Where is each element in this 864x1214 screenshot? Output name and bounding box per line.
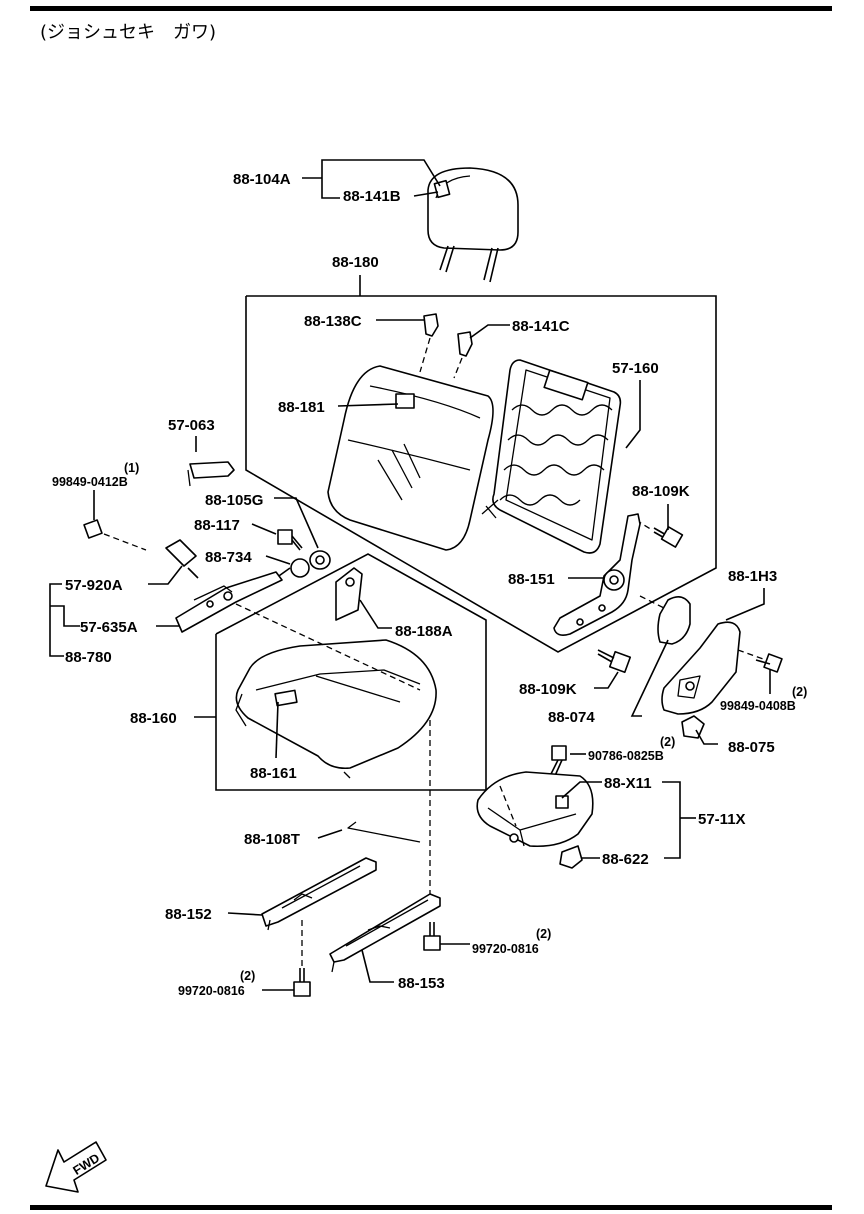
bolt-109k-upper-part[interactable]: [635, 519, 684, 548]
cushion-group-outline: [215, 553, 487, 791]
label-88-153: 88-153: [398, 975, 445, 992]
label-qty-04128: (1): [124, 461, 139, 475]
label-88-1h3: 88-1H3: [728, 568, 777, 585]
slide-152-part[interactable]: [261, 857, 377, 931]
bolt-734-part[interactable]: [275, 558, 310, 579]
label-57-160: 57-160: [612, 360, 659, 377]
label-88-108t: 88-108T: [244, 831, 300, 848]
label-qty-0816-left: (2): [240, 969, 255, 983]
label-99849-04128: 99849-0412B: [52, 475, 128, 489]
label-88-151: 88-151: [508, 571, 555, 588]
label-88-160: 88-160: [130, 710, 177, 727]
label-88-188a: 88-188A: [395, 623, 453, 640]
bushing-105g-part[interactable]: [309, 550, 331, 570]
label-57-635a: 57-635A: [80, 619, 138, 636]
label-88-780: 88-780: [65, 649, 112, 666]
label-88-x11: 88-X11: [604, 775, 652, 792]
guide-141c-part[interactable]: [453, 331, 473, 379]
label-90786-0825b: 90786-0825B: [588, 749, 664, 763]
label-88-117: 88-117: [194, 517, 240, 534]
label-88-161: 88-161: [250, 765, 297, 782]
label-qty-0408b: (2): [792, 685, 807, 699]
label-88-138c: 88-138C: [304, 313, 362, 330]
cushion-part[interactable]: [235, 639, 437, 779]
label-88-734: 88-734: [205, 549, 252, 566]
back-cover-part[interactable]: [327, 365, 494, 551]
forward-arrow-icon: FWD: [45, 1141, 107, 1193]
top-rule: [30, 6, 832, 11]
bolt-0816-left-part[interactable]: [293, 968, 311, 997]
label-88-074: 88-074: [548, 709, 595, 726]
label-88-141c: 88-141C: [512, 318, 570, 335]
hinge-151-part[interactable]: [553, 513, 641, 636]
label-57-920a: 57-920A: [65, 577, 123, 594]
bracket-188a-part[interactable]: [335, 567, 363, 621]
label-57-063: 57-063: [168, 417, 215, 434]
label-88-104a: 88-104A: [233, 171, 291, 188]
label-qty-0825b: (2): [660, 735, 675, 749]
bolt-117-part[interactable]: [277, 529, 303, 551]
lower-cover-part[interactable]: [476, 771, 594, 848]
label-99720-0816-right: 99720-0816: [472, 942, 539, 956]
slide-153-part[interactable]: [329, 893, 441, 973]
cover-1h3-part[interactable]: [661, 621, 741, 715]
label-99720-0816-left: 99720-0816: [178, 984, 245, 998]
backrest-group-outline: [245, 295, 717, 653]
back-frame-part[interactable]: [481, 359, 622, 554]
label-88-622: 88-622: [602, 851, 649, 868]
label-88-180: 88-180: [332, 254, 379, 271]
label-88-152: 88-152: [165, 906, 212, 923]
label-88-075: 88-075: [728, 739, 775, 756]
screw-0408b-part[interactable]: [755, 653, 783, 673]
label-88-181: 88-181: [278, 399, 325, 416]
cap-622-part[interactable]: [559, 845, 583, 869]
cap-074-part[interactable]: [639, 595, 691, 645]
label-88-109k-upper: 88-109K: [632, 483, 690, 500]
bolt-109k-lower-part[interactable]: [597, 649, 632, 674]
guide-138c-part[interactable]: [419, 313, 439, 373]
buckle-part[interactable]: [165, 539, 283, 633]
label-99849-0408b: 99849-0408B: [720, 699, 796, 713]
bolt-0816-right-part[interactable]: [423, 922, 441, 951]
knob-075-part[interactable]: [681, 715, 705, 739]
bracket-063-part[interactable]: [187, 461, 235, 487]
label-88-141b: 88-141B: [343, 188, 401, 205]
headrest-part[interactable]: [427, 167, 519, 283]
page-title: (ジョシュセキ ガワ): [40, 22, 217, 43]
bottom-rule: [30, 1205, 832, 1210]
label-88-105g: 88-105G: [205, 492, 263, 509]
bolt-04128-part[interactable]: [83, 519, 147, 551]
label-88-109k-lower: 88-109K: [519, 681, 577, 698]
wire-108t-part[interactable]: [347, 821, 421, 843]
label-57-11x: 57-11X: [698, 811, 746, 828]
label-qty-0816-right: (2): [536, 927, 551, 941]
